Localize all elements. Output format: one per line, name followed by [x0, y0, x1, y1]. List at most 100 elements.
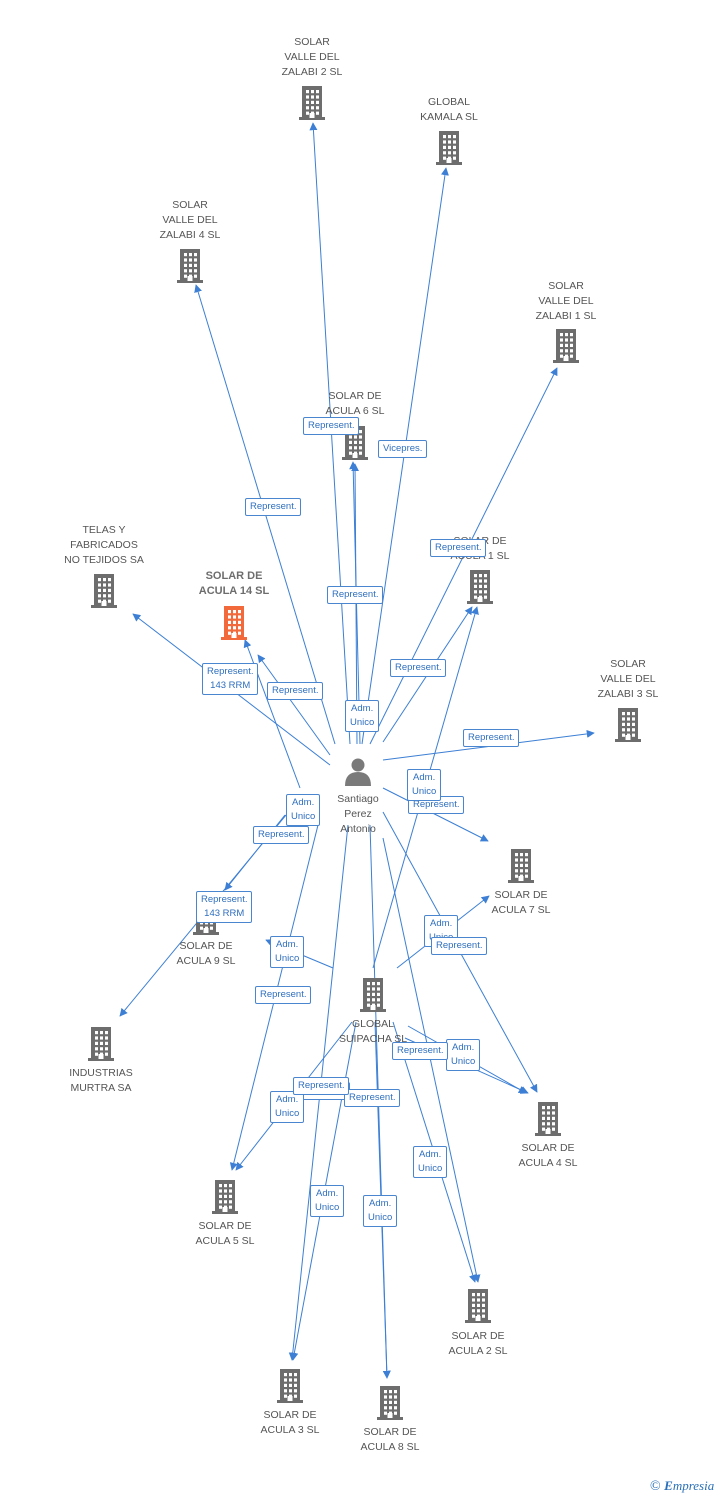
node-label-line: SOLAR DE	[263, 1409, 317, 1421]
building-icon-murtra	[88, 1027, 114, 1061]
building-icon-sda5	[212, 1180, 238, 1214]
edge-label-line: Unico	[368, 1212, 393, 1223]
edge-label-line: Unico	[451, 1056, 476, 1067]
edge-label-line: 143 RRM	[210, 680, 251, 691]
edge-label-line: Adm.	[276, 939, 299, 950]
node-label-line: ACULA 14 SL	[198, 585, 270, 597]
edge-label-suipacha-sda3[interactable]: Adm. Unico	[310, 1185, 345, 1217]
edge-label-line: Adm.	[276, 1094, 299, 1105]
copyright-notice: © Empresia	[650, 1478, 714, 1495]
edge-santiago-sda6	[351, 463, 360, 745]
edge-label-santiago-sda6[interactable]: Adm.Unico	[345, 700, 380, 732]
edge-label-line: Adm.	[316, 1188, 339, 1199]
node-label-line: ACULA 2 SL	[448, 1345, 508, 1357]
building-icon-svz3	[615, 708, 641, 742]
edge-label-line: Adm.	[413, 772, 436, 783]
node-label-line: TELAS Y	[82, 524, 126, 536]
edge-label-santiago-sda8[interactable]: Represent.	[344, 1089, 401, 1107]
copyright-symbol: ©	[650, 1479, 661, 1494]
edge-label-line: Adm.	[419, 1149, 442, 1160]
node-label-line: SUIPACHA SL	[338, 1033, 408, 1045]
edge-label-santiago-sda6[interactable]: Represent.	[327, 586, 384, 604]
building-icon-sda7	[508, 849, 534, 883]
node-label-line: ZALABI 4 SL	[159, 229, 221, 241]
edge-label-santiago-svz2[interactable]: Represent.	[303, 417, 360, 435]
node-label-line: FABRICADOS	[70, 539, 138, 551]
edge-label-suipacha-sda9[interactable]: Adm.Unico	[270, 936, 305, 968]
building-icon-svz1	[553, 329, 579, 363]
edge-label-line: Unico	[315, 1202, 340, 1213]
node-label-line: SOLAR DE	[205, 570, 263, 582]
node-label-sda14[interactable]: SOLAR DE ACULA 14 SL	[169, 569, 299, 599]
node-label-line: SOLAR	[610, 658, 646, 670]
node-label-line: NO TEJIDOS SA	[64, 554, 144, 566]
node-label-suipacha[interactable]: GLOBAL SUIPACHA SL	[308, 1017, 438, 1047]
edge-label-line: Represent.	[298, 1080, 345, 1091]
edge-label-santiago-sdax[interactable]: Represent.	[390, 659, 447, 677]
node-label-line: Perez	[344, 808, 372, 820]
edge-label-line: Adm.	[292, 797, 315, 808]
edge-label-santiago-murtra[interactable]: Represent.143 RRM	[196, 891, 253, 923]
edge-label-santiago-sda14[interactable]: Represent.	[267, 682, 324, 700]
edge-label-line: Represent.	[258, 829, 305, 840]
edge-label-suipacha-sda8[interactable]: Adm. Unico	[363, 1195, 398, 1227]
edge-label-line: Represent.	[397, 1045, 444, 1056]
node-label-line: SOLAR DE	[328, 390, 382, 402]
node-label-line: ACULA 4 SL	[518, 1157, 578, 1169]
building-icon-sdax	[467, 570, 493, 604]
edge-santiago-sda2	[382, 837, 481, 1283]
node-label-line: ZALABI 3 SL	[597, 688, 659, 700]
edge-label-santiago-svz1[interactable]: Represent.	[430, 539, 487, 557]
node-label-line: ZALABI 1 SL	[535, 310, 597, 322]
edge-label-santiago-sda4[interactable]: Adm.Unico	[407, 769, 442, 801]
node-label-line: VALLE DEL	[284, 51, 340, 63]
edge-label-santiago-kamala[interactable]: Vicepres.	[378, 440, 428, 458]
edge-label-suipacha-sda2[interactable]: Adm. Unico	[413, 1146, 448, 1178]
building-icon-sda8	[377, 1386, 403, 1420]
edge-label-line: Represent.	[332, 589, 379, 600]
edge-label-line: Represent.	[435, 542, 482, 553]
edge-label-suipacha-sda5[interactable]: Adm. Unico	[270, 1091, 305, 1123]
edge-label-santiago-sda9[interactable]: Represent.	[253, 826, 310, 844]
edge-label-line: Unico	[275, 1108, 300, 1119]
node-label-line: SOLAR DE	[363, 1426, 417, 1438]
edge-label-line: Represent.	[201, 894, 248, 905]
edge-label-line: Adm.	[369, 1198, 392, 1209]
edge-label-line: Unico	[418, 1163, 443, 1174]
node-label-line: Antonio	[340, 823, 376, 835]
building-icon-svz4	[177, 249, 203, 283]
node-label-telas[interactable]: TELAS Y FABRICADOS NO TEJIDOS SA	[39, 523, 169, 568]
edge-label-line: Vicepres.	[383, 443, 423, 454]
edge-label-suipacha-sda4[interactable]: Adm.Unico	[446, 1039, 481, 1071]
node-label-line: ACULA 8 SL	[360, 1441, 420, 1453]
edge-label-suipacha-sda4[interactable]: Represent.	[392, 1042, 449, 1060]
edge-label-santiago-telas[interactable]: Represent.143 RRM	[202, 663, 259, 695]
node-label-line: ACULA 7 SL	[491, 904, 551, 916]
edge-label-santiago-svz4[interactable]: Represent.	[245, 498, 302, 516]
edge-label-line: Adm.	[351, 703, 374, 714]
node-label-line: GLOBAL	[351, 1018, 395, 1030]
node-label-sda8[interactable]: SOLAR DE ACULA 8 SL	[325, 1425, 455, 1455]
person-icon	[345, 758, 371, 786]
node-label-line: GLOBAL	[427, 96, 471, 108]
edge-label-line: Represent.	[260, 989, 307, 1000]
edge-label-santiago-sda14[interactable]: Adm.Unico	[286, 794, 321, 826]
edge-label-santiago-sda5[interactable]: Represent.	[255, 986, 312, 1004]
edge-label-santiago-sda2[interactable]: Represent.	[293, 1077, 350, 1095]
edge-label-suipacha-sdax[interactable]: Represent.	[431, 937, 488, 955]
edge-label-santiago-svz3[interactable]: Represent.	[463, 729, 520, 747]
